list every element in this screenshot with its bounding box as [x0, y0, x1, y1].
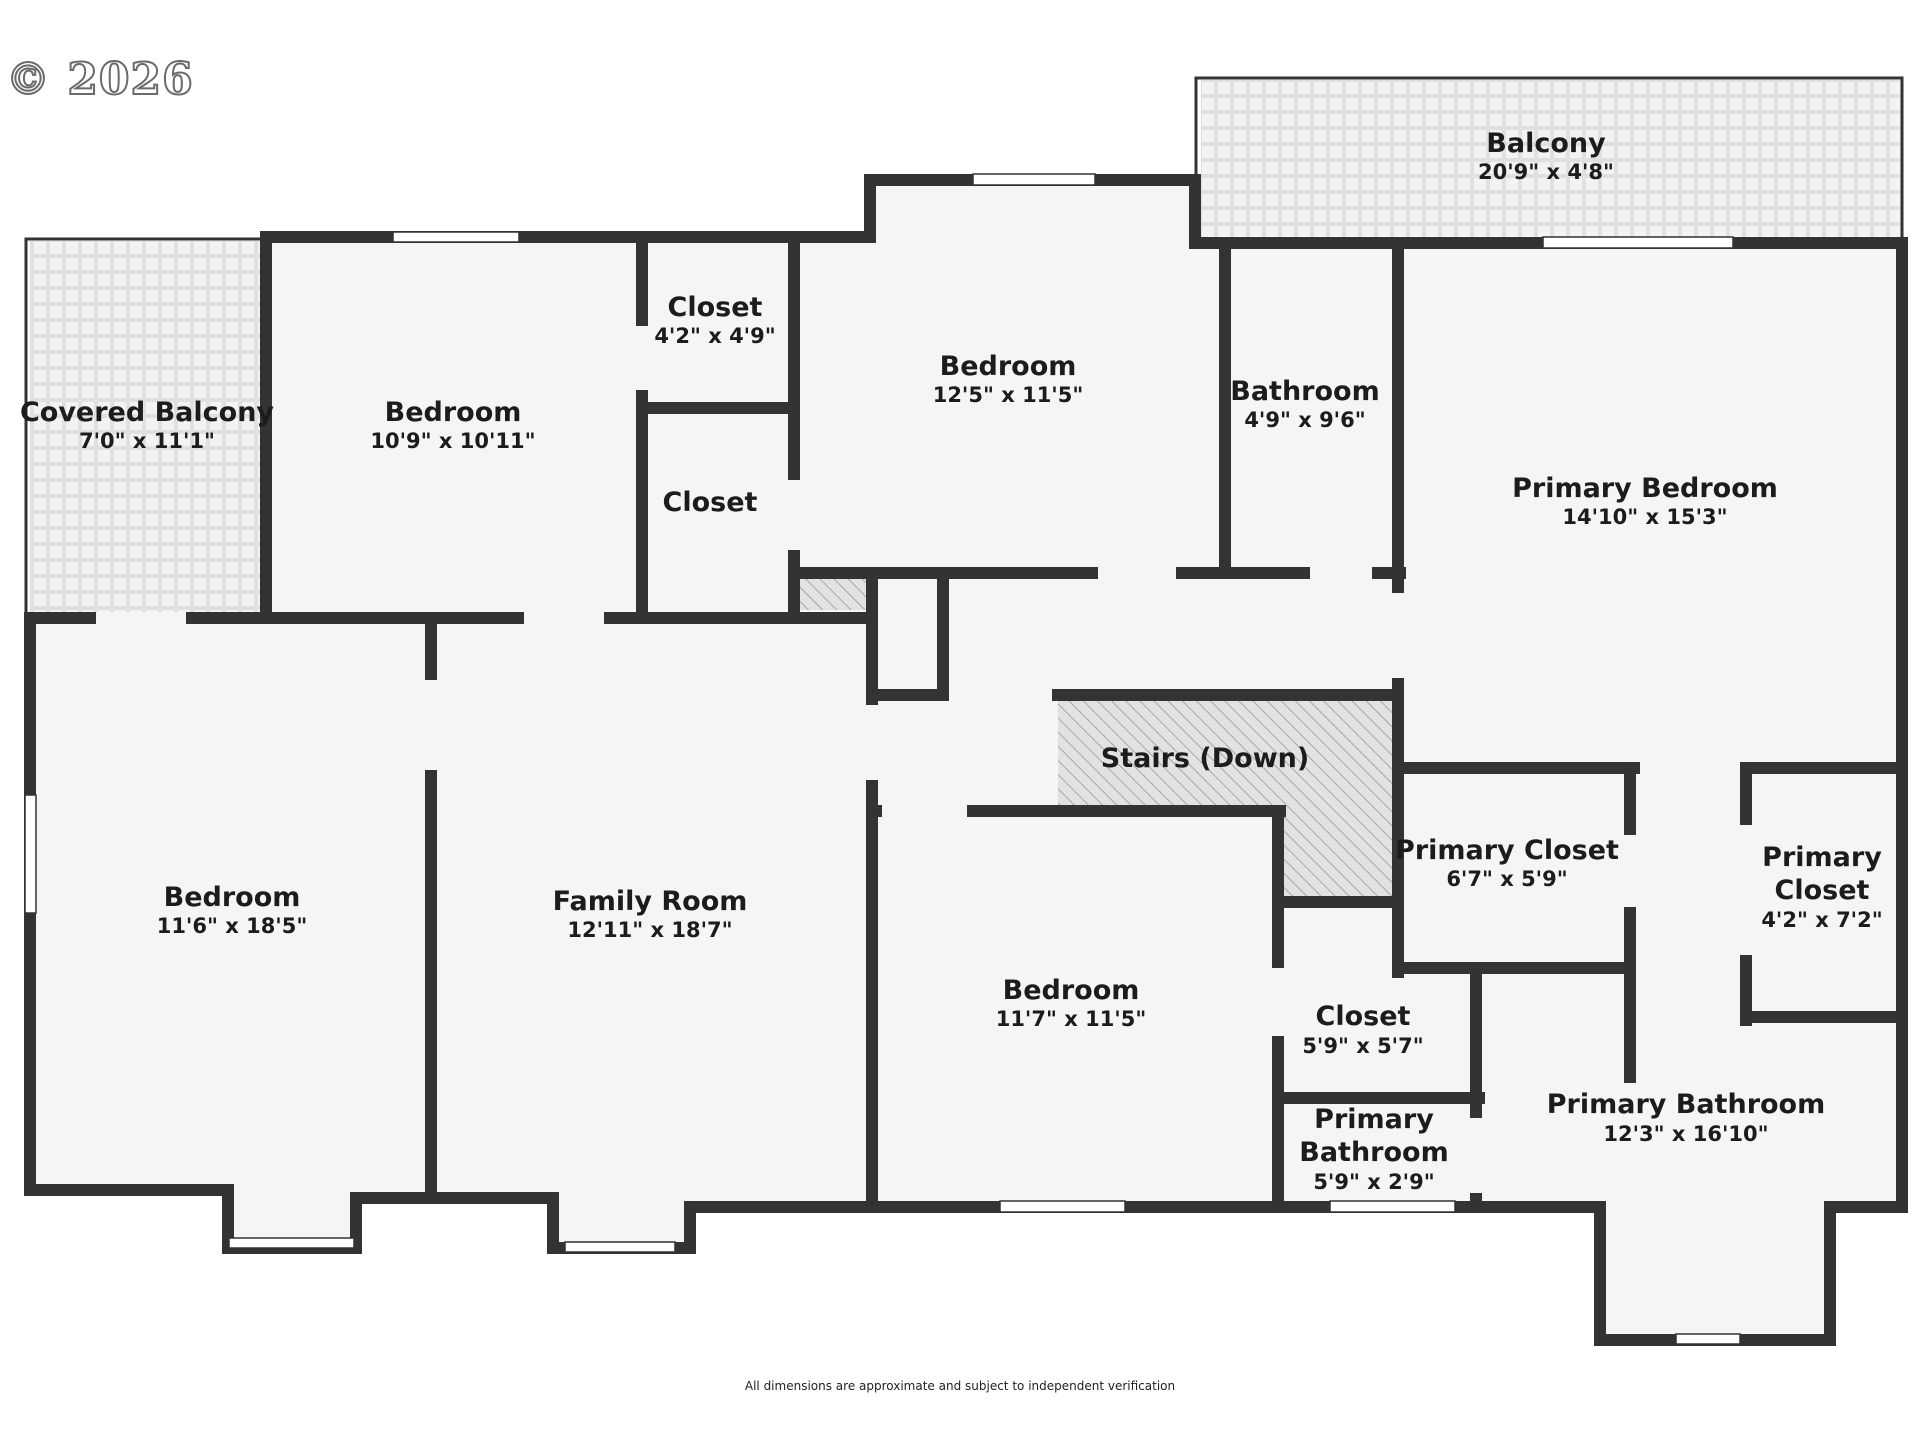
bedroom-n-dims: 12'5" x 11'5" — [933, 383, 1084, 407]
primary-closet-b-dims: 4'2" x 7'2" — [1761, 908, 1882, 932]
stairs-floor — [1058, 698, 1393, 898]
primary-bedroom-dims: 14'10" x 15'3" — [1562, 505, 1727, 529]
closet-s-name: Closet — [1316, 1001, 1411, 1032]
bathroom-name: Bathroom — [1230, 376, 1379, 407]
floors — [30, 80, 1903, 1340]
copyright-watermark: © 2026 — [5, 53, 194, 106]
disclaimer-text: All dimensions are approximate and subje… — [744, 1379, 1176, 1393]
stairs-name: Stairs (Down) — [1101, 743, 1309, 774]
bedroom-nw-dims: 10'9" x 10'11" — [370, 429, 535, 453]
chimney-hatch — [797, 578, 869, 610]
primary-bath-small-name-line1: Primary — [1314, 1104, 1434, 1135]
primary-closet-a-dims: 6'7" x 5'9" — [1446, 867, 1567, 891]
primary-bath-small-name-line2: Bathroom — [1299, 1137, 1448, 1168]
family-room-name: Family Room — [553, 886, 748, 917]
primary-bathroom-name: Primary Bathroom — [1547, 1089, 1826, 1120]
primary-closet-b-name-line2: Closet — [1775, 875, 1870, 906]
balcony-dims: 20'9" x 4'8" — [1478, 160, 1614, 184]
balcony-name: Balcony — [1486, 128, 1606, 159]
closet-mid-name: Closet — [663, 487, 758, 518]
main-floor — [30, 180, 1902, 1340]
closet-top-dims: 4'2" x 4'9" — [654, 324, 775, 348]
bathroom-dims: 4'9" x 9'6" — [1244, 408, 1365, 432]
family-room-dims: 12'11" x 18'7" — [567, 918, 732, 942]
bedroom-s-dims: 11'7" x 11'5" — [996, 1007, 1147, 1031]
room-labels: Balcony 20'9" x 4'8" Covered Balcony 7'0… — [20, 128, 1883, 1194]
bedroom-nw-name: Bedroom — [385, 397, 522, 428]
balcony-frame — [24, 76, 1904, 618]
bedroom-sw-dims: 11'6" x 18'5" — [157, 914, 308, 938]
primary-closet-b-name-line1: Primary — [1762, 842, 1882, 873]
primary-bedroom-name: Primary Bedroom — [1512, 473, 1778, 504]
bedroom-s-name: Bedroom — [1003, 975, 1140, 1006]
bedroom-sw-name: Bedroom — [164, 882, 301, 913]
covered-balcony-dims: 7'0" x 11'1" — [79, 429, 215, 453]
covered-balcony-floor — [30, 241, 266, 612]
primary-bathroom-dims: 12'3" x 16'10" — [1603, 1122, 1768, 1146]
primary-bath-small-dims: 5'9" x 2'9" — [1313, 1170, 1434, 1194]
bedroom-n-name: Bedroom — [940, 351, 1077, 382]
openings — [24, 173, 1752, 1345]
closet-top-name: Closet — [668, 292, 763, 323]
balcony-floor — [1201, 80, 1903, 237]
closet-s-dims: 5'9" x 5'7" — [1302, 1034, 1423, 1058]
covered-balcony-name: Covered Balcony — [20, 397, 274, 428]
primary-closet-a-name: Primary Closet — [1395, 835, 1619, 866]
